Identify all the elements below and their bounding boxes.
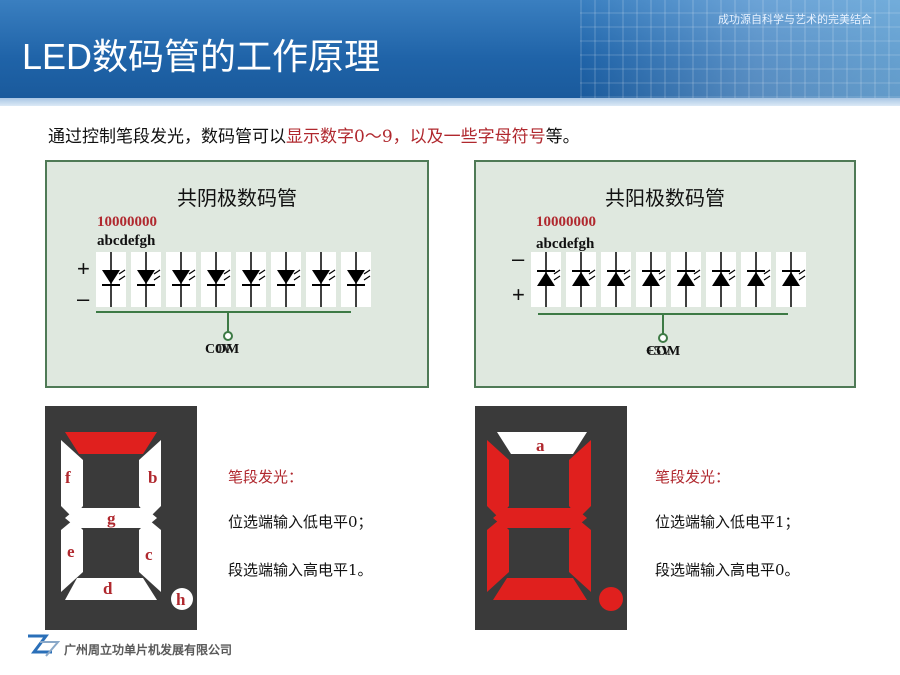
cathode-diode-2	[131, 252, 161, 307]
cathode-note-heading: 笔段发光：	[228, 468, 304, 486]
anode-note-line1: 位选端输入低电平1；	[655, 513, 800, 531]
anode-diode-5	[671, 252, 701, 307]
segment-e	[61, 520, 83, 592]
anode-diode-1	[531, 252, 561, 307]
intro-suffix: 等。	[545, 127, 580, 147]
header-band	[0, 98, 900, 106]
label-a: a	[536, 436, 545, 455]
segment-h	[171, 588, 193, 610]
anode-diode-7	[741, 252, 771, 307]
label-f: f	[65, 468, 71, 487]
segment-b	[569, 440, 591, 518]
cathode-com-label: COM 0V	[205, 342, 239, 358]
cathode-diode-5	[236, 252, 266, 307]
anode-code: 10000000	[536, 214, 596, 230]
anode-diode-8	[776, 252, 806, 307]
slogan: 成功源自科学与艺术的完美结合	[718, 13, 872, 26]
segment-c	[569, 520, 591, 592]
label-c: c	[145, 545, 153, 564]
cathode-segment-letters: abcdefgh	[97, 233, 156, 249]
anode-com-overlap: +5V	[646, 344, 672, 359]
anode-com-label: COM +5V	[646, 344, 680, 360]
label-h: h	[176, 590, 186, 609]
anode-segment-letters: abcdefgh	[536, 236, 595, 252]
anode-com-terminal	[658, 333, 668, 343]
segment-f	[487, 440, 509, 518]
anode-diode-3	[601, 252, 631, 307]
segment-e	[487, 520, 509, 592]
cathode-diode-6	[271, 252, 301, 307]
anode-com-text: COM	[646, 344, 681, 359]
segment-c	[139, 520, 161, 592]
cathode-com-terminal	[223, 331, 233, 341]
segment-h	[599, 587, 623, 611]
segment-g	[493, 508, 587, 528]
cathode-note-line2: 段选端输入高电平1。	[228, 561, 373, 579]
anode-note-heading: 笔段发光：	[655, 468, 731, 486]
cathode-diode-1	[96, 252, 126, 307]
cathode-diode-3	[166, 252, 196, 307]
cathode-com-overlap: 0V	[215, 342, 233, 357]
intro-highlight: 显示数字0～9，以及一些字母符号	[286, 127, 546, 147]
cathode-panel-title: 共阴极数码管	[177, 186, 297, 210]
company-logo	[28, 634, 60, 657]
intro-prefix: 通过控制笔段发光，数码管可以	[48, 127, 286, 147]
cathode-diode-array	[96, 252, 371, 341]
segment-d	[493, 578, 587, 600]
segment-a	[65, 432, 157, 454]
anode-diode-2	[566, 252, 596, 307]
anode-bottom-sign: +	[512, 282, 525, 307]
cathode-diode-4	[201, 252, 231, 307]
cathode-seven-segment-display: b c d e f g h	[45, 406, 197, 630]
segment-b	[139, 440, 161, 518]
segment-f	[61, 440, 83, 518]
cathode-code: 10000000	[97, 214, 157, 230]
cathode-panel: 共阴极数码管 10000000 abcdefgh + – COM 0V	[45, 160, 429, 388]
header-bar: 成功源自科学与艺术的完美结合 LED数码管的工作原理	[0, 0, 900, 98]
header-decoration	[580, 0, 900, 98]
label-e: e	[67, 542, 75, 561]
anode-panel-title: 共阳极数码管	[605, 186, 725, 210]
label-d: d	[103, 579, 113, 598]
anode-note-line2: 段选端输入高电平0。	[655, 561, 800, 579]
cathode-bottom-sign: –	[77, 286, 90, 311]
label-g: g	[107, 509, 116, 528]
cathode-diode-7	[306, 252, 336, 307]
anode-panel: 共阳极数码管 10000000 abcdefgh – + COM +5V	[474, 160, 856, 388]
anode-diode-4	[636, 252, 666, 307]
anode-top-sign: –	[512, 246, 525, 271]
anode-seven-segment-display: a	[475, 406, 627, 630]
label-b: b	[148, 468, 157, 487]
cathode-com-text: COM	[205, 342, 240, 357]
intro-text: 通过控制笔段发光，数码管可以显示数字0～9，以及一些字母符号等。	[48, 122, 580, 147]
cathode-diode-8	[341, 252, 371, 307]
page-title: LED数码管的工作原理	[22, 36, 381, 77]
cathode-note-line1: 位选端输入低电平0；	[228, 513, 373, 531]
cathode-top-sign: +	[77, 256, 90, 281]
anode-diode-array	[531, 252, 806, 343]
anode-diode-6	[706, 252, 736, 307]
segment-g	[65, 508, 157, 528]
company-name: 广州周立功单片机发展有限公司	[64, 643, 233, 657]
segment-d	[65, 578, 157, 600]
segment-a	[497, 432, 587, 454]
